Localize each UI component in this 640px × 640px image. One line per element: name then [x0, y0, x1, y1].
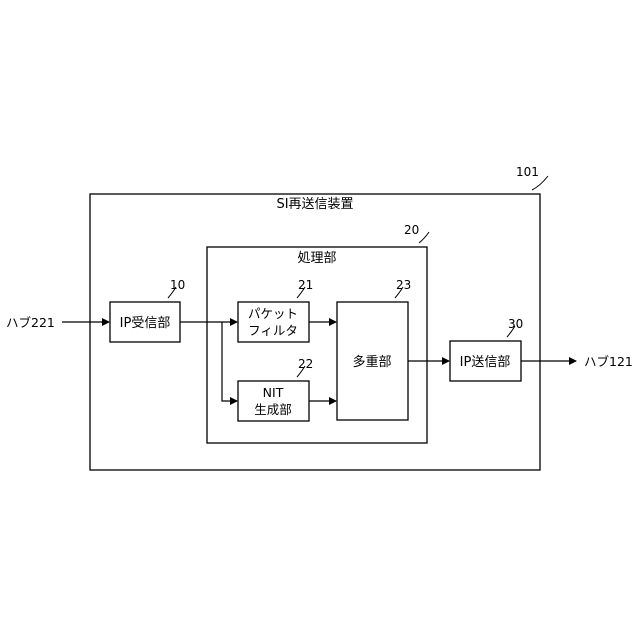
ref-10: 10 [170, 278, 185, 292]
ref-23: 23 [396, 278, 411, 292]
ip-receiver-label: IP受信部 [120, 316, 171, 331]
input-hub-label: ハブ221 [6, 315, 55, 330]
device-title: SI再送信装置 [276, 197, 353, 212]
ip-sender-label: IP送信部 [460, 355, 511, 370]
packet-filter-line1: パケット [248, 306, 298, 321]
ref-leader-20 [419, 232, 429, 243]
nit-generator-line1: NIT [263, 385, 284, 400]
ref-101: 101 [516, 165, 539, 179]
ref-21: 21 [298, 278, 313, 292]
multiplexer-label: 多重部 [352, 354, 391, 370]
arrow-receiver-to-nit-generator [222, 322, 237, 401]
ref-30: 30 [508, 317, 523, 331]
output-hub-label: ハブ121 [584, 354, 633, 369]
nit-generator-line2: 生成部 [254, 402, 292, 417]
ref-20: 20 [404, 223, 419, 237]
processing-unit-title: 処理部 [297, 251, 336, 266]
ref-22: 22 [298, 357, 313, 371]
packet-filter-line2: フィルタ [248, 323, 298, 338]
